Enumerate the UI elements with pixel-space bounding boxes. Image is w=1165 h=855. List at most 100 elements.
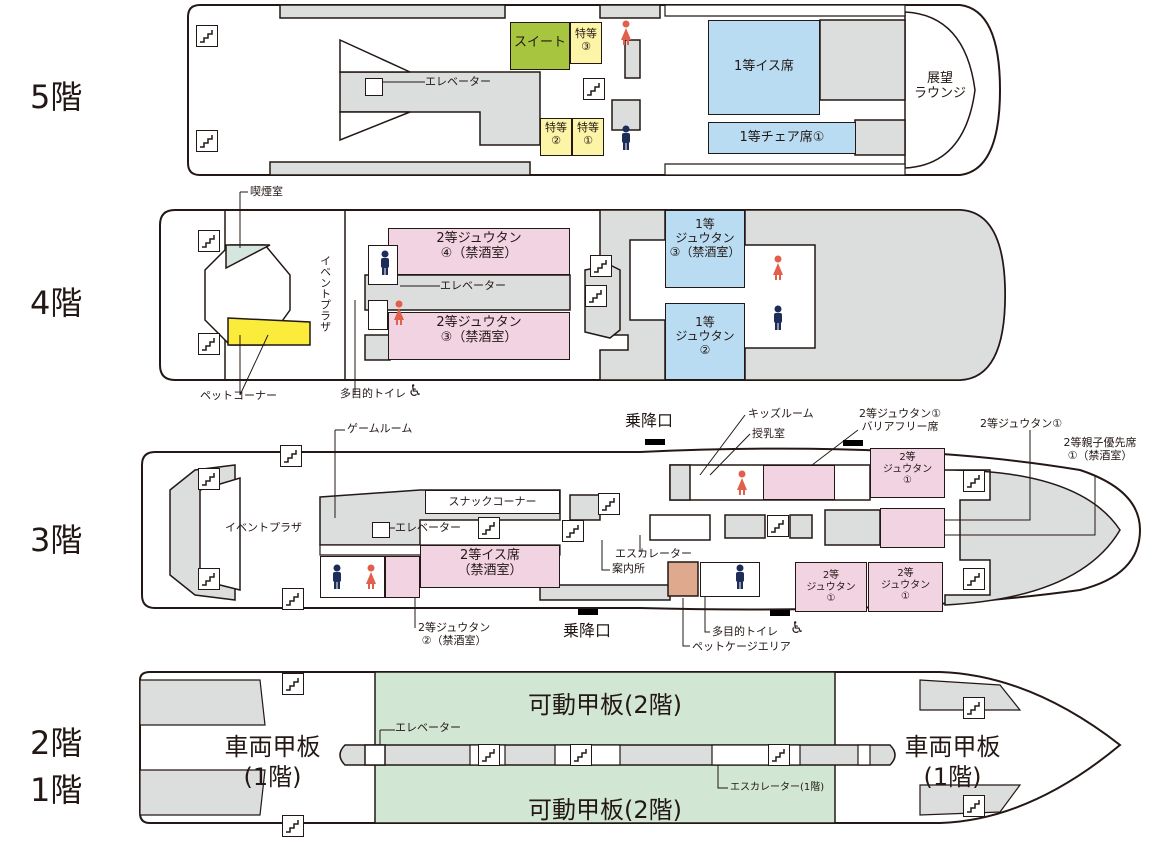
male-toilet-icon: [734, 564, 746, 590]
accessible-icon: ♿: [408, 381, 423, 400]
stairs-icon[interactable]: [598, 493, 620, 515]
first-class-chair-room[interactable]: [708, 122, 856, 154]
smoking-room-label: 喫煙室: [250, 185, 283, 198]
carpet-3-label: 2等ジュウタン ③（禁酒室）: [436, 315, 522, 345]
male-toilet-icon: [620, 125, 632, 151]
female-toilet-icon: [393, 300, 405, 326]
family-seat-label: 2等親子優先席 ①（禁酒室）: [1063, 436, 1137, 462]
stairs-icon[interactable]: [963, 568, 985, 590]
female-toilet-icon: [772, 255, 784, 281]
first-carpet-2-room[interactable]: [665, 303, 745, 380]
boarding-bottom-label: 乗降口: [563, 621, 612, 640]
carpet-1-bottom-left-label: 2等 ジュウタン ①: [806, 570, 856, 604]
stairs-icon[interactable]: [767, 515, 789, 537]
second-class-seat-room[interactable]: [420, 545, 560, 588]
pet-cage-label: ペットケージエリア: [692, 640, 791, 653]
info-desk-label: 案内所: [612, 562, 645, 575]
male-toilet-icon: [772, 305, 784, 331]
stairs-icon[interactable]: [198, 230, 220, 252]
male-toilet-icon: [331, 564, 343, 590]
special-2-label: 特等 ②: [545, 121, 567, 147]
second-class-seat-label: 2等イス席 （禁酒室）: [457, 548, 523, 578]
special-3-label: 特等 ③: [575, 27, 597, 53]
deck5-elevator-label: エレベーター: [425, 75, 491, 88]
stairs-icon[interactable]: [963, 795, 985, 817]
observation-lounge-label: 展望 ラウンジ: [913, 71, 966, 101]
carpet-1-bottom-left-room[interactable]: [795, 562, 867, 612]
carpet-1-bottom-right-label: 2等 ジュウタン ①: [880, 568, 931, 602]
stairs-icon[interactable]: [585, 285, 607, 307]
deck3-elevator-shaft: [372, 522, 390, 538]
stairs-icon[interactable]: [198, 468, 220, 490]
deck3-event-plaza-label: イベントプラザ: [225, 521, 302, 534]
movable-deck-top-label: 可動甲板(2階): [528, 691, 682, 719]
barrier-free-carpet[interactable]: [763, 465, 835, 500]
deck5-elevator-shaft: [365, 78, 383, 96]
carpet-4-room[interactable]: [388, 228, 570, 275]
boarding-door-right: [843, 440, 863, 446]
stairs-icon[interactable]: [478, 517, 500, 539]
stairs-icon[interactable]: [282, 588, 304, 610]
female-toilet-icon: [365, 564, 377, 590]
deck4-event-plaza-label: イベントプラザ: [318, 255, 332, 332]
stairs-icon[interactable]: [198, 333, 220, 355]
floor-2-label: 2階: [30, 724, 83, 762]
nursing-room-label: 授乳室: [752, 427, 785, 440]
first-carpet-3-room[interactable]: [665, 210, 745, 288]
suite-room[interactable]: [510, 22, 570, 70]
deck4-toilet-block-2: [368, 300, 388, 330]
stairs-icon[interactable]: [963, 697, 985, 719]
stairs-icon[interactable]: [196, 25, 218, 47]
female-toilet-icon: [620, 20, 632, 46]
special-room-1[interactable]: [572, 118, 604, 156]
first-carpet-3-label: 1等 ジュウタン ③（禁酒室）: [669, 217, 741, 259]
deck3-toilet-room: [320, 556, 385, 598]
deck4-multi-toilet-label: 多目的トイレ: [340, 387, 406, 400]
carpet-1-label: 2等ジュウタン①: [980, 417, 1063, 430]
boarding-door-bottom: [578, 609, 598, 615]
deck12-elevator-label: エレベーター: [395, 721, 461, 734]
stairs-icon[interactable]: [478, 744, 500, 766]
boarding-door-top: [645, 439, 665, 445]
stairs-icon[interactable]: [280, 445, 302, 467]
carpet-2-room[interactable]: [385, 556, 420, 598]
stairs-icon[interactable]: [282, 815, 304, 837]
kids-room-label: キッズルーム: [748, 407, 814, 420]
accessible-icon: ♿: [790, 618, 805, 637]
special-1-label: 特等 ①: [577, 121, 599, 147]
first-class-chair-label: 1等チェア席①: [739, 130, 825, 145]
escalator-label: エスカレーター: [615, 547, 692, 560]
carpet-1-top-room[interactable]: [870, 448, 945, 498]
special-room-3[interactable]: [570, 22, 602, 64]
first-class-seat-room[interactable]: [708, 20, 820, 115]
deck4-elevator-label: エレベーター: [440, 279, 506, 292]
boarding-top-label: 乗降口: [625, 411, 674, 430]
stairs-icon[interactable]: [963, 470, 985, 492]
stairs-icon[interactable]: [768, 744, 790, 766]
stairs-icon[interactable]: [583, 78, 605, 100]
stairs-icon[interactable]: [196, 130, 218, 152]
suite-label: スイート: [513, 35, 566, 50]
stairs-icon[interactable]: [570, 744, 592, 766]
deck3-elevator-label: エレベーター: [395, 521, 461, 534]
carpet-2-label: 2等ジュウタン ②（禁酒室）: [418, 621, 491, 647]
snack-corner[interactable]: [425, 490, 560, 514]
special-room-2[interactable]: [540, 118, 572, 156]
first-carpet-2-label: 1等 ジュウタン ②: [675, 315, 735, 357]
floor-4-label: 4階: [30, 284, 83, 322]
carpet-1-top-label: 2等 ジュウタン ①: [882, 452, 933, 486]
game-room-label: ゲームルーム: [347, 422, 413, 435]
stairs-icon[interactable]: [562, 520, 584, 542]
carpet-3-room[interactable]: [388, 312, 570, 360]
carpet-1-bottom-right-room[interactable]: [868, 562, 943, 612]
female-toilet-icon: [736, 470, 748, 496]
stairs-icon[interactable]: [590, 255, 612, 277]
first-class-seat-label: 1等イス席: [734, 59, 794, 74]
vehicle-deck-right-label: 車両甲板 (1階): [904, 733, 1001, 791]
carpet-1-mid-room[interactable]: [880, 508, 945, 548]
male-toilet-icon: [379, 250, 391, 276]
movable-deck-bottom-label: 可動甲板(2階): [528, 796, 682, 824]
stairs-icon[interactable]: [198, 568, 220, 590]
stairs-icon[interactable]: [282, 673, 304, 695]
deck12-escalator-label: エスカレーター(1階): [730, 782, 825, 793]
